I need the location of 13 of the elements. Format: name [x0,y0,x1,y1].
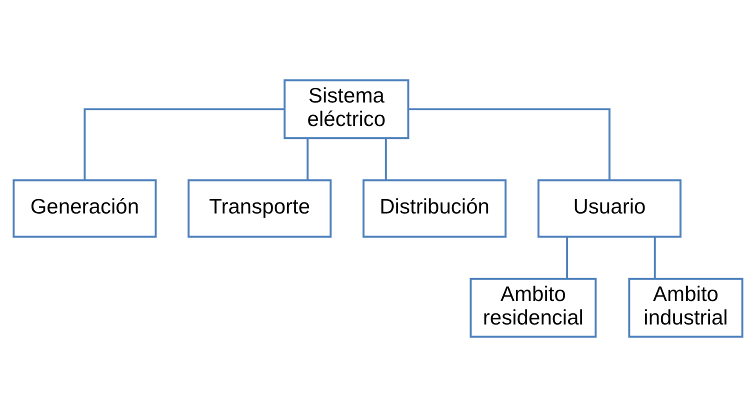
node-box: Usuario [537,179,682,238]
connector [384,138,387,180]
connector [84,108,284,180]
node-box: Transporte [188,179,332,238]
node-box: Ambito industrial [628,278,744,338]
connector [566,237,568,279]
node-box: Ambito residencial [470,278,597,338]
node-box: Distribución [362,179,507,238]
node-box: Generación [12,179,157,238]
connector [654,237,656,279]
node-box: Sistema eléctrico [284,79,410,140]
connector [408,108,610,180]
connector [306,138,309,180]
